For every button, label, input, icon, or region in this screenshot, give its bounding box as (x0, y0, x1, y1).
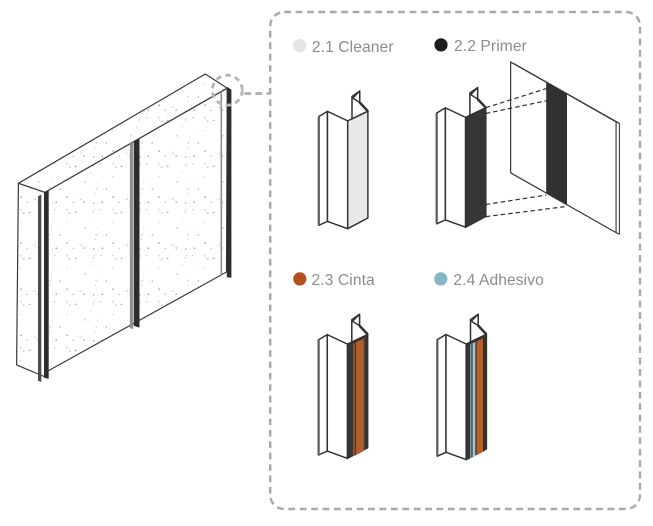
svg-text:2.1 Cleaner: 2.1 Cleaner (312, 39, 394, 56)
svg-text:2.4 Adhesivo: 2.4 Adhesivo (453, 272, 544, 289)
svg-text:2.2 Primer: 2.2 Primer (454, 38, 527, 55)
svg-text:2.3 Cinta: 2.3 Cinta (312, 272, 376, 289)
